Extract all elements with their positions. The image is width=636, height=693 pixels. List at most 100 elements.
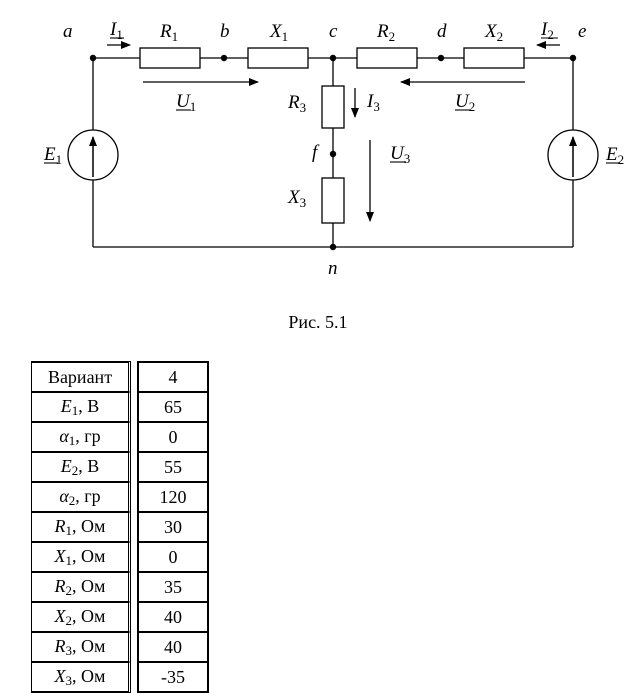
param-unit: , В — [78, 455, 100, 476]
param-label: X1, Ом — [31, 542, 131, 572]
param-subscript: 1 — [71, 402, 79, 418]
label-i3: I3 — [366, 91, 380, 114]
param-subscript: 2 — [71, 462, 79, 478]
label-i2: I2 — [540, 19, 554, 42]
label-e1: E1 — [43, 144, 62, 167]
param-label: X2, Ом — [31, 602, 131, 632]
param-value: 30 — [137, 512, 209, 542]
param-label: α2, гр — [31, 482, 131, 512]
param-symbol: R — [54, 515, 66, 536]
param-value: 65 — [137, 392, 209, 422]
param-subscript: 2 — [65, 612, 73, 628]
param-symbol: X — [54, 605, 66, 626]
reactance-x2 — [463, 47, 525, 69]
param-label: Вариант — [31, 361, 131, 392]
param-value: 55 — [137, 452, 209, 482]
node-d-dot — [437, 54, 445, 62]
node-f-dot — [329, 150, 337, 158]
label-e2: E2 — [605, 144, 624, 167]
param-unit: , В — [78, 395, 100, 416]
label-r3: R3 — [287, 92, 306, 115]
param-unit: , Ом — [72, 545, 106, 566]
label-r2: R2 — [376, 21, 395, 44]
node-f-label: f — [312, 142, 320, 163]
label-u3: U3 — [390, 143, 410, 166]
reactance-x3 — [321, 177, 345, 224]
arrows — [107, 41, 560, 222]
node-a-label: a — [63, 21, 73, 42]
param-label: R2, Ом — [31, 572, 131, 602]
param-unit: , Ом — [72, 605, 106, 626]
param-symbol: E — [60, 395, 72, 416]
table-row: Вариант 4 — [31, 361, 209, 392]
param-subscript: 2 — [65, 582, 73, 598]
param-unit: , гр — [75, 485, 101, 506]
node-d-label: d — [437, 21, 447, 42]
param-subscript: 1 — [65, 522, 73, 538]
param-label: α1, гр — [31, 422, 131, 452]
table-row: X3, Ом-35 — [31, 662, 209, 693]
node-b-dot — [220, 54, 228, 62]
node-a-dot — [89, 54, 97, 62]
junction-dots — [89, 54, 577, 251]
resistor-r3 — [321, 85, 345, 129]
param-subscript: 3 — [65, 642, 73, 658]
param-unit: , Ом — [72, 635, 106, 656]
param-label: X3, Ом — [31, 662, 131, 693]
node-n-label: n — [328, 258, 338, 279]
param-symbol: X — [54, 545, 66, 566]
param-label: E2, В — [31, 452, 131, 482]
label-i1: I1 — [109, 19, 123, 42]
param-unit: , Ом — [72, 665, 106, 686]
param-unit: , Ом — [72, 515, 106, 536]
label-x1: X1 — [269, 21, 288, 44]
param-value: 40 — [137, 602, 209, 632]
node-c-dot — [329, 54, 337, 62]
circuit-diagram: a b c d e f n R1 X1 R2 X2 R3 X3 E1 E2 I1… — [43, 19, 624, 279]
param-unit: , Ом — [72, 575, 106, 596]
param-subscript: 1 — [68, 432, 76, 448]
param-label: E1, В — [31, 392, 131, 422]
param-value: 35 — [137, 572, 209, 602]
resistor-r2 — [356, 47, 418, 69]
param-value: 120 — [137, 482, 209, 512]
label-x2: X2 — [484, 21, 503, 44]
param-symbol: α — [59, 425, 69, 446]
param-subscript: 1 — [65, 552, 73, 568]
param-symbol: α — [59, 485, 69, 506]
param-label: R3, Ом — [31, 632, 131, 662]
param-value: 0 — [137, 422, 209, 452]
figure-caption: Рис. 5.1 — [288, 312, 348, 332]
param-symbol: Вариант — [47, 366, 113, 387]
node-e-dot — [569, 54, 577, 62]
reactance-x1 — [247, 47, 309, 69]
node-n-dot — [329, 243, 337, 251]
param-subscript: 3 — [65, 672, 73, 688]
label-r1: R1 — [159, 21, 178, 44]
node-b-label: b — [220, 21, 230, 42]
param-symbol: E — [60, 455, 72, 476]
param-value: 4 — [137, 361, 209, 392]
param-value: 40 — [137, 632, 209, 662]
label-x3: X3 — [287, 187, 306, 210]
label-u1: U1 — [176, 91, 196, 114]
node-e-label: e — [578, 21, 586, 42]
resistor-r1 — [139, 47, 201, 69]
param-unit: , гр — [75, 425, 101, 446]
source-e1 — [67, 129, 119, 181]
underlines — [44, 37, 620, 164]
label-u2: U2 — [455, 91, 475, 114]
param-symbol: R — [54, 575, 66, 596]
param-label: R1, Ом — [31, 512, 131, 542]
param-symbol: R — [54, 635, 66, 656]
